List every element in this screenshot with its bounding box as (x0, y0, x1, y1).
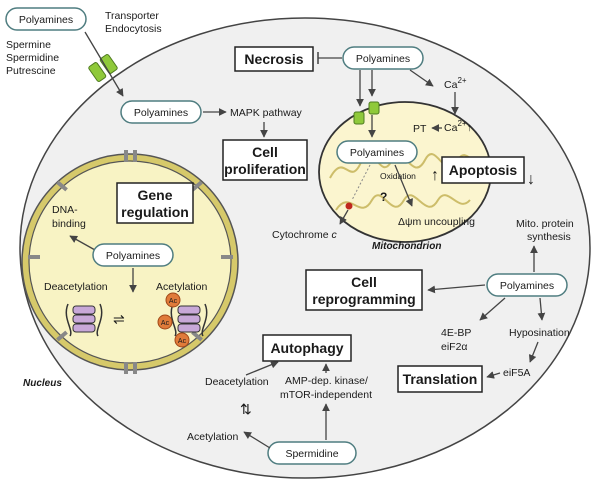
equilibrium-arrows: ⇌ (113, 311, 125, 327)
nucleus-polyamines-label: Polyamines (106, 250, 160, 262)
transporter-label: Transporter (105, 10, 159, 22)
cytochrome-dot (345, 202, 353, 210)
apoptosis-up-arrow: ↑ (431, 167, 439, 184)
mito-transporter-icon-2 (368, 101, 380, 115)
apoptosis-title: Apoptosis (449, 162, 518, 178)
external-polyamines-label: Polyamines (19, 14, 73, 26)
gene-regulation-box (116, 182, 194, 224)
putrescine-label: Putrescine (6, 65, 56, 77)
ca-top-label: Ca2+ (444, 76, 467, 91)
svg-text:Ac: Ac (169, 298, 178, 305)
ampk-label-1: AMP-dep. kinase/ (285, 375, 368, 387)
cell-proliferation-box (222, 139, 308, 181)
eif5a-label: eiF5A (503, 367, 530, 379)
question-mark: ? (380, 190, 387, 204)
translation-box (397, 365, 483, 393)
mito-protein-label-2: synthesis (527, 231, 571, 243)
cytoplasm-polyamines-pill (120, 100, 202, 124)
translation-title: Translation (403, 371, 478, 387)
hyposination-label: Hyposination (509, 327, 570, 339)
apoptosis-down-arrow: ↓ (527, 171, 535, 188)
oxidation-label: Oxidation (380, 171, 416, 181)
mito-polyamines-pill (336, 140, 418, 164)
necrosis-polyamines-pill (342, 46, 424, 70)
endocytosis-label: Endocytosis (105, 23, 162, 35)
histone-acetylated-icon (170, 303, 208, 337)
nucleus-polyamines-pill (92, 243, 174, 267)
acetyl-groups: Ac Ac Ac (157, 292, 190, 348)
autophagy-equilibrium-arrows: ⇅ (240, 401, 252, 417)
reprogramming-polyamines-label: Polyamines (500, 280, 554, 292)
nuclear-pores (28, 150, 233, 374)
nucleus-acetylation-label: Acetylation (156, 281, 208, 293)
apoptosis-box (441, 156, 525, 184)
eb-label-2: eiF2α (441, 341, 468, 353)
necrosis-polyamines-label: Polyamines (356, 53, 410, 65)
nucleus-deacetylation-label: Deacetylation (44, 281, 108, 293)
gene-regulation-title-1: Gene (137, 187, 172, 203)
pt-label: PT (413, 123, 427, 135)
cytoplasm-polyamines-label: Polyamines (134, 107, 188, 119)
autophagy-deacetylation-label: Deacetylation (205, 376, 269, 388)
dna-binding-label-1: DNA- (52, 204, 78, 216)
gene-regulation-title-2: regulation (121, 204, 189, 220)
spermidine-pill (267, 441, 357, 465)
svg-text:Ac: Ac (161, 320, 170, 327)
svg-text:Ac: Ac (178, 338, 187, 345)
autophagy-box (262, 334, 352, 362)
ampk-label-2: mTOR-independent (280, 389, 372, 401)
necrosis-title: Necrosis (244, 51, 303, 67)
cell-proliferation-title-2: proliferation (224, 161, 306, 177)
uncoupling-label: Δψm uncoupling (398, 216, 475, 228)
mito-protein-label-1: Mito. protein (516, 218, 574, 230)
transporter-icon (88, 54, 118, 82)
mitochondrion-label: Mitochondrion (372, 241, 441, 252)
necrosis-box (234, 46, 314, 72)
dna-binding-label-2: binding (52, 218, 86, 230)
cell-reprogramming-title-1: Cell (351, 274, 377, 290)
mapk-label: MAPK pathway (230, 107, 303, 119)
autophagy-acetylation-label: Acetylation (187, 431, 239, 443)
cell-reprogramming-box (305, 269, 423, 311)
mito-polyamines-label: Polyamines (350, 147, 404, 159)
spermine-label: Spermine (6, 39, 51, 51)
nucleus-label: Nucleus (23, 378, 62, 389)
spermidine-pill-label: Spermidine (285, 448, 338, 460)
cytochrome-label: Cytochrome c (272, 229, 338, 241)
autophagy-title: Autophagy (270, 340, 343, 356)
spermidine-label: Spermidine (6, 52, 59, 64)
mito-transporter-icon-1 (353, 111, 365, 125)
reprogramming-polyamines-pill (486, 273, 568, 297)
histone-deacetylated-icon (65, 303, 103, 337)
eb-label-1: 4E-BP (441, 327, 471, 339)
cell-proliferation-title-1: Cell (252, 144, 278, 160)
cell-reprogramming-title-2: reprogramming (312, 291, 415, 307)
ca-inner-label: Ca2+↑ (444, 119, 472, 134)
external-polyamines-pill (5, 7, 87, 31)
